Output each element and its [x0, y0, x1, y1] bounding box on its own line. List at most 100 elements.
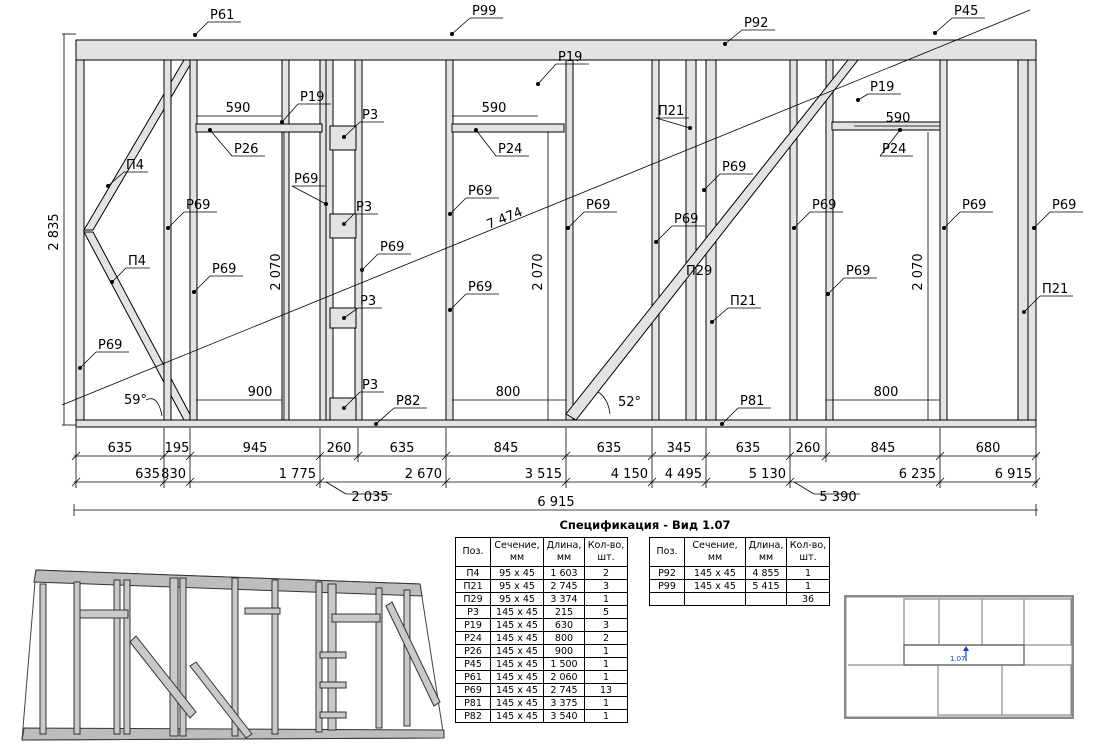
- frame-stud-3: [281, 59, 290, 421]
- dim-chain-row2-value-7: 4 495: [665, 467, 702, 482]
- dim-chain-row1-tick-0: [71, 451, 81, 461]
- frame-label-p69-10-leader: [703, 173, 721, 191]
- dim-chain-row2-tick-1: [159, 477, 169, 487]
- dim-chain-row1-value-9: 635: [736, 441, 761, 456]
- table-cell: 1: [584, 657, 628, 671]
- table-cell: 145 x 45: [490, 709, 544, 723]
- frame-label-p69-4: Р69: [294, 172, 318, 187]
- frame-label-p82-leader: [375, 407, 395, 425]
- dim-chain-row1-value-6: 845: [494, 441, 519, 456]
- header-p26: [195, 123, 323, 133]
- dim-chain-row2-value-2: 830: [161, 467, 186, 482]
- frame-label-p69-8-leader: [567, 211, 585, 229]
- frame-label-p69-10: Р69: [722, 160, 746, 175]
- frame-label-p69-4-leader: [291, 185, 327, 205]
- model-stud-6: [179, 577, 187, 737]
- frame-label-p45: Р45: [954, 4, 978, 19]
- frame-label-p69-11: Р69: [812, 198, 836, 213]
- table-cell: 95 x 45: [490, 566, 544, 580]
- dim-chain-row1-tick-8: [701, 451, 711, 461]
- table-cell: Р61: [455, 670, 491, 684]
- table-cell: 2 745: [543, 683, 585, 697]
- frame-label-p92-leader: [724, 29, 743, 45]
- table-row: 36: [649, 592, 830, 606]
- model-stud-5: [169, 577, 179, 737]
- dim-chain-row1-tick-3: [315, 451, 325, 461]
- dim-chain-row2-value-4: 2 670: [405, 467, 442, 482]
- dim-chain-row2-value-5: 3 515: [525, 467, 562, 482]
- table-cell: 3: [584, 579, 628, 593]
- frame-label-p69-13-leader: [943, 211, 961, 229]
- dim-800-a: 800: [496, 385, 521, 400]
- spec-header-qty: Кол-во, шт.: [786, 537, 830, 567]
- dim-chain-row1-value-3: 945: [243, 441, 268, 456]
- frame-label-p21-b-leader: [711, 307, 729, 323]
- frame-label-p3-b-leader: [343, 213, 355, 225]
- table-cell: Р99: [649, 579, 685, 593]
- table-cell: П4: [455, 566, 491, 580]
- dim-chain-row2-value-3: 1 775: [279, 467, 316, 482]
- dim-chain-row2-tick-10: [1031, 477, 1041, 487]
- frame-label-p26-leader: [209, 129, 233, 157]
- dim-chain-row2-value-10: 6 915: [995, 467, 1032, 482]
- table-cell: [684, 592, 746, 606]
- spec-header-section: Сечение, мм: [490, 537, 544, 567]
- dim-chain-row3-leader-b: [793, 481, 815, 495]
- key-plan-view: 1.07: [844, 595, 1074, 719]
- table-cell: 95 x 45: [490, 579, 544, 593]
- dim-chain-row2-value-6: 4 150: [611, 467, 648, 482]
- table-cell: Р81: [455, 696, 491, 710]
- table-cell: 4 855: [745, 566, 787, 580]
- frame-label-p4-a-leader: [107, 171, 125, 187]
- spec-header-length: Длина, мм: [745, 537, 787, 567]
- model-stud-7: [231, 577, 239, 737]
- table-cell: 1: [786, 579, 830, 593]
- table-cell: 5: [584, 605, 628, 619]
- spec-header-qty: Кол-во, шт.: [584, 537, 628, 567]
- table-cell: 3 375: [543, 696, 585, 710]
- frame-stud-13: [825, 59, 834, 421]
- frame-label-p21-a: П21: [658, 104, 684, 119]
- frame-stud-9: [651, 59, 660, 421]
- table-cell: 1: [584, 644, 628, 658]
- table-cell: Р26: [455, 644, 491, 658]
- table-cell: 145 x 45: [684, 579, 746, 593]
- frame-label-p3-a-leader: [343, 121, 361, 138]
- frame-label-p61-leader: [194, 21, 209, 36]
- frame-label-p81-leader: [721, 407, 739, 425]
- top-plate: [75, 39, 1037, 61]
- frame-label-p24-a-leader: [475, 129, 497, 157]
- frame-label-p69-14-leader: [1033, 211, 1051, 229]
- table-cell: 145 x 45: [490, 696, 544, 710]
- table-cell: 2: [584, 631, 628, 645]
- model-stud-11: [375, 587, 383, 729]
- dim-590-b: 590: [482, 101, 507, 116]
- table-cell: 2 060: [543, 670, 585, 684]
- dim-2070-c: 2 070: [911, 253, 926, 290]
- frame-label-p26: Р26: [234, 142, 258, 157]
- model-stud-2: [73, 581, 81, 735]
- table-cell: 1: [584, 696, 628, 710]
- model-stud-4: [123, 579, 131, 735]
- dim-chain-row1-value-1: 635: [108, 441, 133, 456]
- angle-arc-left: [145, 398, 163, 417]
- frame-label-p19-c: Р19: [870, 80, 894, 95]
- model-stud-3: [113, 579, 121, 735]
- frame-label-p4-b-leader: [111, 267, 127, 283]
- dim-chain-row2-tick-9: [935, 477, 945, 487]
- table-cell: 900: [543, 644, 585, 658]
- dim-chain-row3-value-2: 5 390: [819, 490, 856, 505]
- angle-label-right: 52°: [618, 395, 641, 410]
- dim-chain-row2-tick-2: [185, 477, 195, 487]
- table-cell: 36: [786, 592, 830, 606]
- table-cell: Р92: [649, 566, 685, 580]
- frame-label-p99: Р99: [472, 4, 496, 19]
- table-cell: 2: [584, 566, 628, 580]
- dim-chain-row1-value-7: 635: [597, 441, 622, 456]
